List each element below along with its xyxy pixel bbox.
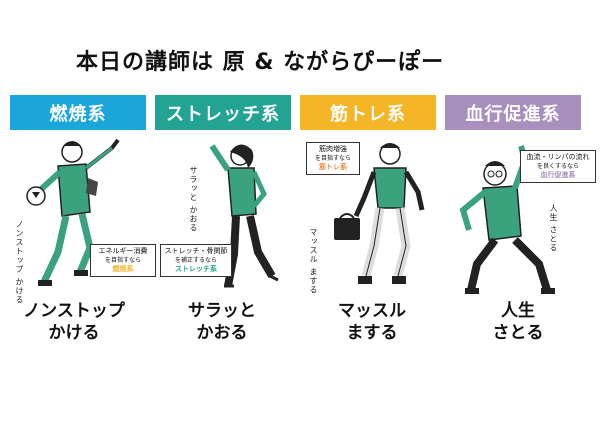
runner-illustration [26,138,120,286]
info-box-1: エネルギー消費 を目指すなら 燃焼系 [90,244,156,277]
box-line-1: エネルギー消費 [98,247,148,255]
caption-line-1: ノンストップ [23,301,125,321]
box-category: ストレッチ系 [175,265,217,273]
category-band-muscle: 筋トレ系 [300,95,436,130]
vertical-name-2: サラッと かおる [189,166,198,233]
caption-3: マッスル まする [310,300,434,344]
vertical-name-1: ノンストップ かける [15,220,24,305]
caption-line-2: まする [346,323,398,343]
box-line-1: 筋肉増強 [319,145,347,153]
caption-1: ノンストップ かける [12,300,136,344]
category-band-stretch: ストレッチ系 [155,95,291,130]
box-line-1: 血流・リンパの流れ [526,153,590,161]
info-box-2: ストレッチ・骨関節 を補正するなら ストレッチ系 [160,244,232,277]
caption-line-1: マッスル [338,301,406,321]
caption-line-2: さとる [492,323,544,343]
box-line-2: を目指すなら [314,155,351,162]
muscle-man-illustration [334,143,425,284]
caption-line-1: サラッと [188,301,256,321]
info-box-4: 血流・リンパの流れ を良くするなら 血行促進系 [520,150,596,183]
caption-line-2: かおる [196,323,248,343]
page-title: 本日の講師は 原 & ながらぴーぽー [76,50,445,75]
box-line-1: ストレッチ・骨関節 [164,247,228,255]
vertical-name-3: マッスル まする [309,228,318,295]
box-category: 筋トレ系 [319,163,347,171]
caption-line-1: 人生 [501,301,535,321]
caption-2: サラッと かおる [160,300,284,344]
caption-line-2: かける [48,323,100,343]
stretching-woman-illustration [209,144,279,288]
caption-4: 人生 さとる [456,300,580,344]
box-category: 血行促進系 [540,171,576,179]
category-band-burn: 燃焼系 [10,95,146,130]
vertical-name-4: 人生 さとる [549,204,558,253]
box-line-2: を目指すなら [104,257,141,264]
box-line-2: を良くするなら [536,163,579,170]
info-box-3: 筋肉増強 を目指すなら 筋トレ系 [306,142,360,175]
box-category: 燃焼系 [112,265,134,273]
box-line-2: を補正するなら [174,257,217,264]
category-band-circulation: 血行促進系 [445,95,581,130]
dramatic-man-illustration [459,145,555,294]
